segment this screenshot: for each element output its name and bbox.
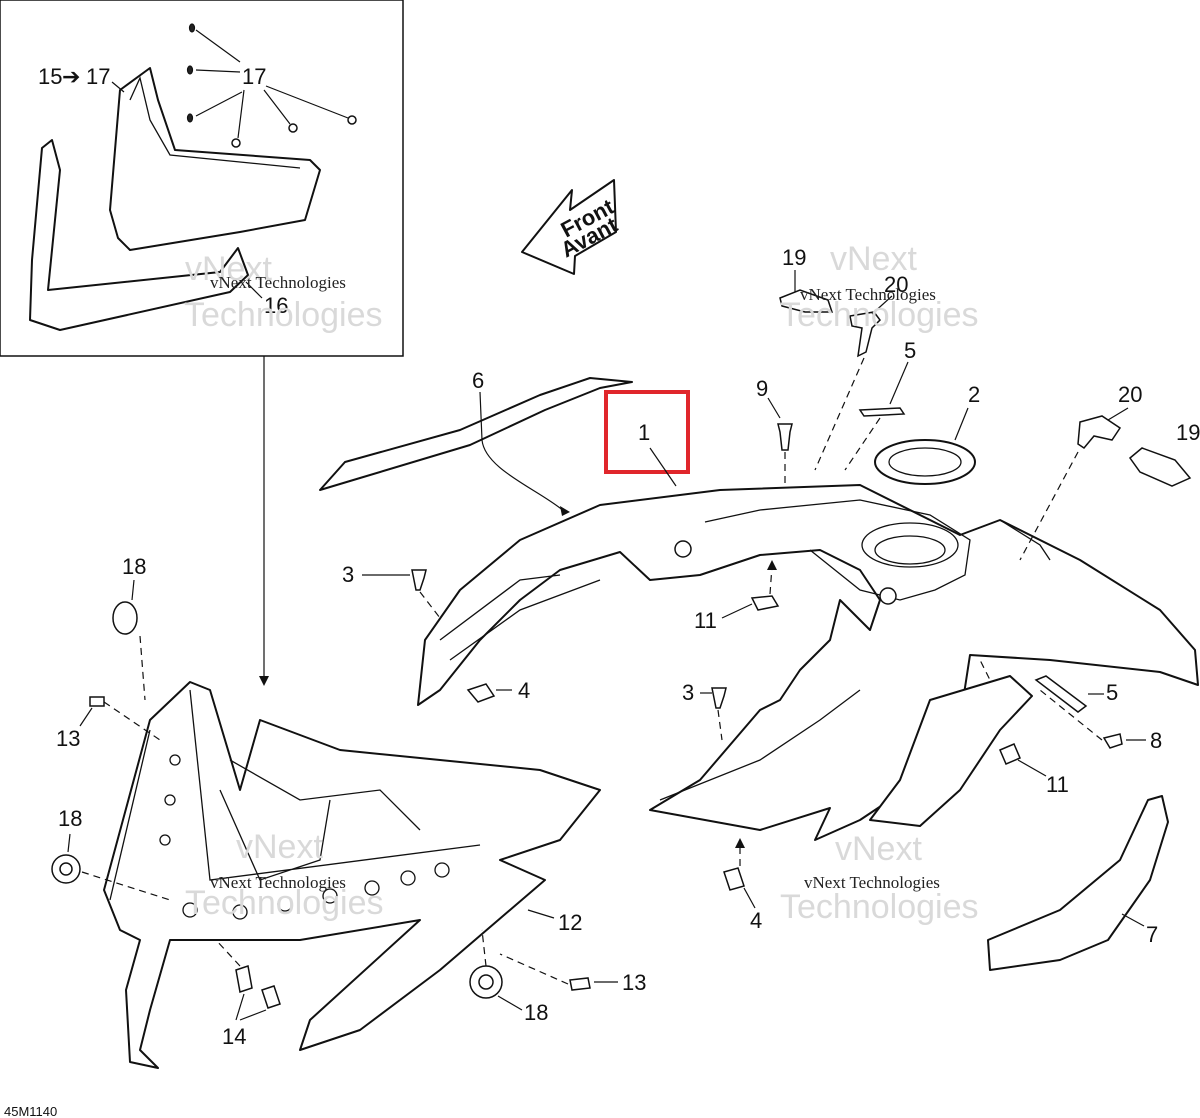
callout-9: 9 <box>756 376 768 401</box>
watermark-b-text: vNext Technologies <box>804 873 940 892</box>
callout-19a: 19 <box>782 245 806 270</box>
part-12-side-panel: 12 <box>103 681 601 1069</box>
watermark-c-line1: vNext <box>236 828 323 866</box>
part-2-ring: 2 <box>874 382 980 485</box>
callout-3b: 3 <box>682 680 694 705</box>
callout-3a: 3 <box>342 562 354 587</box>
watermark-c-line2: Technologies <box>185 884 383 922</box>
callout-2: 2 <box>968 382 980 407</box>
callout-1: 1 <box>638 420 650 445</box>
callout-20a: 20 <box>884 272 908 297</box>
highlight-box <box>604 390 690 474</box>
callout-11a: 11 <box>694 608 717 633</box>
inset-panel: 15 ➔ 17 17 16 vNext vNext Technologies <box>0 0 404 686</box>
callout-5a: 5 <box>904 338 916 363</box>
callout-6: 6 <box>472 368 484 393</box>
diagram-code: 45M1140 <box>4 1104 57 1118</box>
callout-16: 16 <box>264 293 288 318</box>
callout-7: 7 <box>1146 922 1158 947</box>
callout-13b: 13 <box>622 970 646 995</box>
callout-11b: 11 <box>1046 772 1069 797</box>
callout-13a: 13 <box>56 726 80 751</box>
callout-18b: 18 <box>58 806 82 831</box>
watermark-b-line1: vNext <box>835 830 922 868</box>
callout-18c: 18 <box>524 1000 548 1025</box>
watermark-a-line1: vNext <box>830 240 917 278</box>
callout-19b: 19 <box>1176 420 1200 445</box>
inset-range-end: 17 <box>86 64 110 89</box>
callout-17: 17 <box>242 64 266 89</box>
callout-4b: 4 <box>750 908 762 933</box>
callout-4a: 4 <box>518 678 530 703</box>
watermarks: vNext Technologies vNext Technologies vN… <box>184 240 978 926</box>
watermark-text: vNext Technologies <box>210 273 346 292</box>
callout-8: 8 <box>1150 728 1162 753</box>
right-arrow-icon: ➔ <box>62 64 80 89</box>
front-direction-arrow: Front Avant <box>521 179 622 275</box>
callout-18a: 18 <box>122 554 146 579</box>
hardware-body: 3 4 11 3 4 11 5 8 <box>342 560 1162 933</box>
callout-5b: 5 <box>1106 680 1118 705</box>
watermark-d-line2: Technologies <box>184 296 382 334</box>
part-1-body-panel <box>417 484 1199 841</box>
watermark-a-text: vNext Technologies <box>800 285 936 304</box>
hardware-top: 9 5 19 20 20 19 <box>756 245 1200 561</box>
watermark-b-line2: Technologies <box>780 888 978 926</box>
inset-range-start: 15 <box>38 64 62 89</box>
hardware-left: 13 18 18 14 18 13 <box>51 554 646 1049</box>
part-6-panel <box>319 377 633 516</box>
callout-20b: 20 <box>1118 382 1142 407</box>
watermark-a-line2: Technologies <box>780 296 978 334</box>
watermark-c-text: vNext Technologies <box>210 873 346 892</box>
part-7-trim: 7 <box>869 675 1169 971</box>
callout-12: 12 <box>558 910 582 935</box>
watermark-line1: vNext <box>185 250 272 288</box>
callout-14: 14 <box>222 1024 246 1049</box>
